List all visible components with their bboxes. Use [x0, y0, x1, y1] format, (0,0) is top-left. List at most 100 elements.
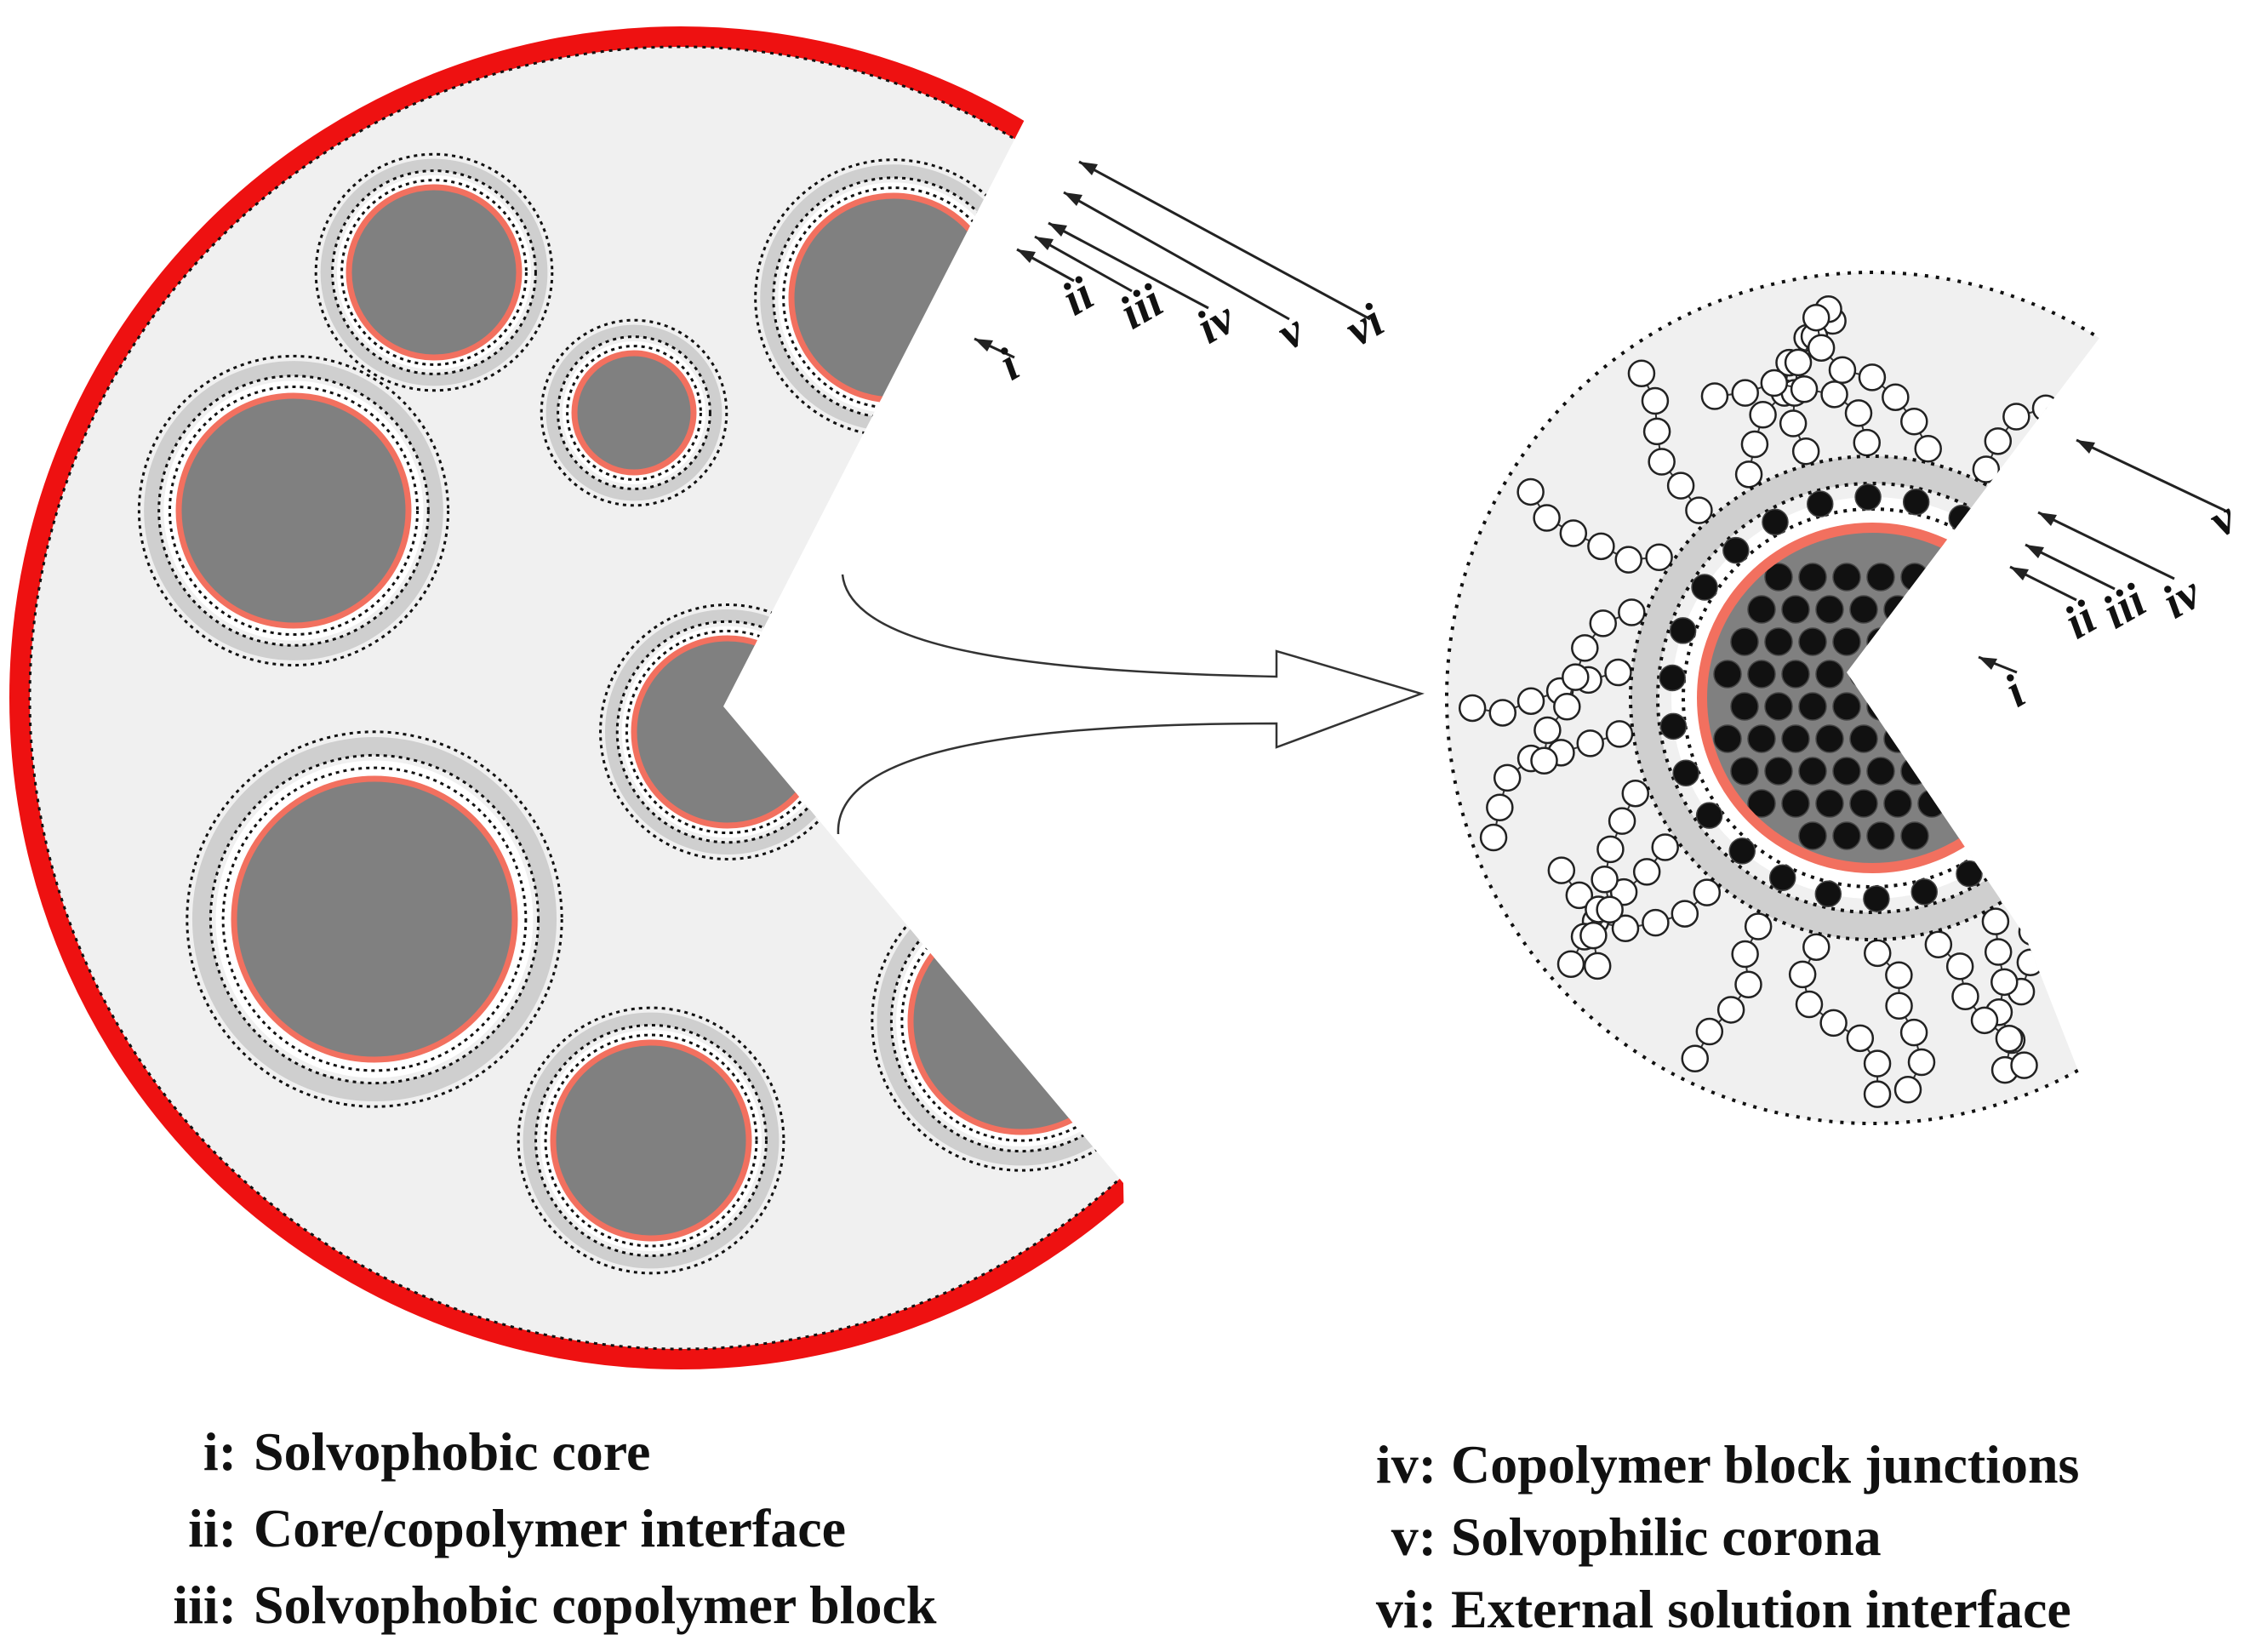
micelle-corona-boundary — [186, 730, 563, 1108]
corona-chain-link — [2008, 844, 2119, 901]
junction-bead — [2026, 795, 2053, 822]
corona-bead — [1596, 895, 1624, 924]
corona-bead — [1627, 359, 1656, 387]
micelle-junction-dots — [208, 753, 540, 1085]
corona-bead — [1621, 779, 1650, 808]
legend-key-vi: vi: — [1376, 1579, 1436, 1639]
corona-bead — [2137, 731, 2162, 757]
corona-bead — [1819, 1009, 1848, 1038]
corona-bead — [2111, 471, 2119, 500]
core-bead — [1968, 692, 1997, 721]
core-bead — [1798, 821, 1827, 850]
core-bead — [1730, 757, 1759, 786]
corona-bead — [1671, 900, 1699, 928]
closeup-label-i-arrow — [1978, 655, 2018, 674]
corona-bead — [1645, 543, 1673, 572]
corona-bead — [2036, 893, 2065, 922]
corona-bead — [1846, 1024, 1875, 1053]
legend: i: Solvophobic core ii: Core/copolymer i… — [173, 1421, 2079, 1639]
corona-chain-link — [2061, 764, 2119, 818]
corona-bead — [1795, 990, 1824, 1019]
corona-bead — [1779, 409, 1808, 437]
junction-bead — [1691, 574, 1718, 601]
closeup-label-i: i — [1996, 666, 2035, 718]
core-bead — [1866, 821, 1895, 850]
micelle-core-interface — [175, 392, 412, 629]
corona-bead — [2124, 523, 2150, 549]
junction-bead — [1768, 864, 1796, 891]
left-label-v: v — [1269, 304, 1315, 361]
legend-key-i: i: — [203, 1421, 237, 1482]
micelle-junction-dots — [557, 335, 711, 490]
core-bead — [1985, 724, 2014, 753]
corona-chain-link — [2002, 473, 2119, 546]
core-bead — [1781, 789, 1810, 818]
core-bead — [1934, 627, 1963, 656]
corona-bead — [1559, 519, 1588, 547]
core-bead — [1764, 627, 1793, 656]
micelle-core — [234, 779, 515, 1060]
corona-bead — [1863, 1049, 1892, 1078]
corona-bead — [1790, 374, 1819, 403]
micelle-core — [349, 187, 519, 357]
core-bead — [1781, 660, 1810, 689]
corona-bead — [1583, 952, 1612, 980]
core-bead — [1849, 724, 1878, 753]
micelle-corona-boundary — [314, 152, 554, 392]
corona-bead — [2207, 673, 2233, 699]
junction-bead — [1659, 664, 1686, 692]
micelle — [540, 318, 728, 507]
corona-bead — [1893, 1076, 1922, 1104]
corona-bead — [2060, 880, 2089, 908]
closeup-label-iv-arrow — [2037, 511, 2175, 580]
legend-text-solvophilic-corona: Solvophilic corona — [1451, 1506, 1882, 1567]
corona-bead — [2154, 531, 2179, 557]
micelle-core — [179, 396, 408, 626]
core-bead — [1951, 789, 1980, 818]
core-bead — [1815, 789, 1844, 818]
corona-bead — [1516, 687, 1545, 715]
corona-bead — [2010, 1051, 2038, 1079]
junction-bead — [1695, 802, 1723, 829]
corona-bead — [2159, 758, 2185, 784]
junction-bead — [1902, 488, 1930, 516]
core-bead — [1832, 692, 1861, 721]
core-bead — [1900, 563, 1929, 592]
core-bead — [1815, 724, 1844, 753]
micelle-block-dots — [566, 345, 702, 481]
corona-chain-link — [2071, 717, 2119, 850]
corona-bead — [2031, 872, 2059, 900]
micelle-block-dots — [340, 179, 528, 366]
junction-bead — [1807, 490, 1834, 517]
corona-bead — [1802, 933, 1831, 961]
corona-bead — [1516, 477, 1545, 506]
corona-bead — [2187, 770, 2213, 796]
corona-bead — [2092, 519, 2119, 548]
corona-bead — [1882, 383, 1910, 411]
label-iii-arrow — [1034, 235, 1133, 293]
corona-bead — [1648, 448, 1676, 476]
corona-bead — [1740, 430, 1769, 459]
corona-bead — [2079, 854, 2108, 883]
corona-bead — [2110, 648, 2119, 676]
corona-bead — [1716, 996, 1745, 1024]
micelle-corona-boundary — [540, 318, 728, 507]
corona-bead — [1863, 939, 1892, 968]
corona-bead — [2031, 394, 2060, 423]
micelle-corona-boundary — [137, 354, 450, 667]
corona-bead — [1556, 950, 1585, 978]
corona-bead — [2002, 403, 2030, 431]
core-bead — [1730, 692, 1759, 721]
micelle-junction-dots — [157, 374, 430, 647]
junction-bead — [1863, 885, 1890, 912]
corona-bead — [1972, 455, 2001, 483]
junction-bead — [1762, 508, 1789, 536]
core-bead — [1747, 595, 1776, 624]
core-bead — [1934, 563, 1963, 592]
label-i-arrow — [974, 337, 1015, 359]
corona-bead — [1984, 938, 2013, 966]
core-bead — [1747, 660, 1776, 689]
corona-bead — [2207, 704, 2232, 729]
corona-bead — [1820, 380, 1848, 409]
